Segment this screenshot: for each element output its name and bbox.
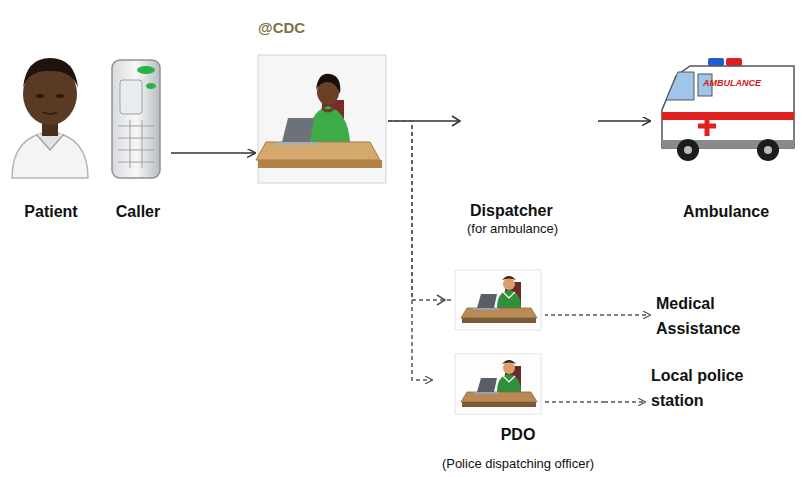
diagram-node: PDO (Police dispatching officer) <box>432 333 604 474</box>
node-text: Local police station <box>651 363 769 413</box>
diagram-node: Patient <box>5 55 97 225</box>
diagram-node: Local police station <box>645 360 769 416</box>
free-label: (for ambulance) <box>467 221 558 237</box>
diagram-node: Medical Assistance <box>650 288 768 344</box>
node-text: Caller <box>116 201 160 223</box>
flow-connector <box>388 121 432 380</box>
flow-arrowhead <box>452 116 460 126</box>
dispatcher-figure <box>256 55 386 183</box>
medical-dispatcher-desk <box>453 268 545 332</box>
flow-connector <box>388 120 650 122</box>
node-text: @CDC <box>258 18 305 38</box>
dashed-arrowhead <box>437 295 445 305</box>
phone-icon <box>112 60 160 178</box>
police-dispatcher-desk <box>453 352 545 416</box>
diagram-node: Caller <box>105 55 171 225</box>
dashed-leader <box>545 401 604 402</box>
diagram-node: Ambulance <box>650 50 802 225</box>
node-text: PDO <box>501 424 536 446</box>
node-text: Ambulance <box>683 201 769 223</box>
node-text: (Police dispatching officer) <box>442 456 594 472</box>
node-text: Medical Assistance <box>656 291 768 341</box>
diagram-node: @CDC <box>255 18 388 184</box>
free-label: AMBULANCE <box>703 78 761 88</box>
patient-figure <box>12 58 88 178</box>
flow-connector <box>171 152 255 154</box>
node-text: Patient <box>24 201 77 223</box>
flow-connector <box>604 401 645 403</box>
free-label: Dispatcher <box>470 200 553 222</box>
ambulance-figure <box>662 58 794 161</box>
